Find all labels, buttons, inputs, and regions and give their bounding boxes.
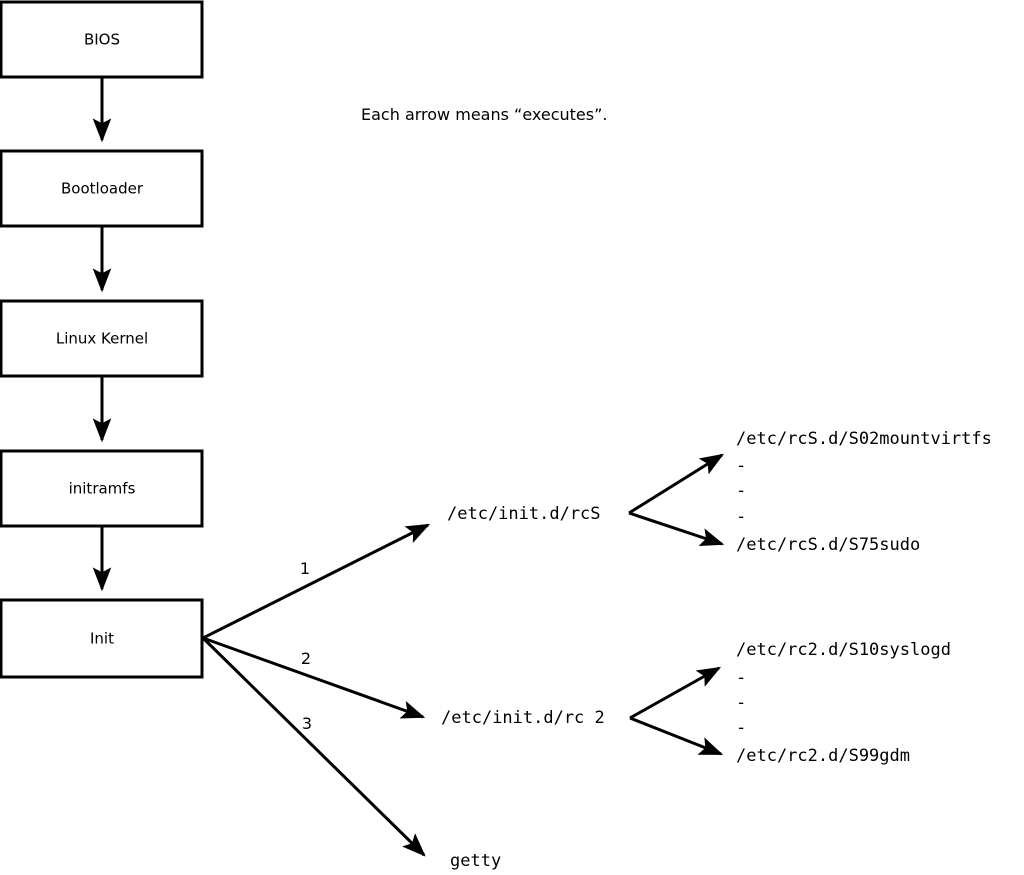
arrow-init-to-rc2	[202, 636, 426, 719]
box-outline-initramfs	[0, 449, 204, 528]
box-outline-bootloader	[0, 149, 204, 228]
box-outline-bios	[0, 0, 204, 79]
process-box-initramfs: initramfs	[0, 449, 204, 528]
ellipsis-dash-rc2-3: -	[736, 718, 746, 738]
process-box-init: Init	[0, 598, 204, 679]
box-label-init: Init	[90, 630, 114, 648]
edge-number-3: 3	[302, 714, 312, 733]
label-rcS-d-S75sudo: /etc/rcS.d/S75sudo	[736, 535, 920, 555]
box-outline-init	[0, 598, 204, 679]
ellipsis-dash-rc2-2: -	[736, 693, 746, 713]
process-box-bootloader: Bootloader	[0, 149, 204, 228]
label-rc2-d-S10syslogd: /etc/rc2.d/S10syslogd	[736, 640, 951, 660]
label-etc-init-d-rcS: /etc/init.d/rcS	[447, 504, 601, 524]
ellipsis-dash-rcS-1: -	[736, 456, 746, 476]
box-label-initramfs: initramfs	[69, 480, 136, 498]
arrow-rc2-to-first-script	[629, 666, 722, 720]
legend-note: Each arrow means “executes”.	[361, 105, 607, 124]
ellipsis-dash-rcS-2: -	[736, 481, 746, 501]
arrow-rcS-to-last-script	[628, 511, 725, 546]
label-rc2-d-S99gdm: /etc/rc2.d/S99gdm	[736, 746, 910, 766]
label-getty: getty	[450, 851, 501, 871]
ellipsis-dash-rcS-3: -	[736, 507, 746, 527]
edge-number-2: 2	[301, 649, 311, 668]
process-box-linux-kernel: Linux Kernel	[0, 299, 204, 378]
ellipsis-dash-rc2-1: -	[736, 668, 746, 688]
label-rcS-d-S02mountvirtfs: /etc/rcS.d/S02mountvirtfs	[736, 429, 992, 449]
process-box-bios: BIOS	[0, 0, 204, 79]
box-label-bootloader: Bootloader	[61, 180, 144, 198]
box-label-linux-kernel: Linux Kernel	[56, 330, 148, 348]
edge-number-1: 1	[300, 559, 310, 578]
arrow-init-to-getty	[201, 636, 426, 857]
arrow-rcS-to-first-script	[628, 453, 725, 515]
arrow-rc2-to-last-script	[629, 716, 724, 756]
box-label-bios: BIOS	[84, 31, 120, 49]
arrow-init-to-rcS	[202, 523, 431, 640]
label-etc-init-d-rc-2: /etc/init.d/rc 2	[441, 708, 605, 728]
